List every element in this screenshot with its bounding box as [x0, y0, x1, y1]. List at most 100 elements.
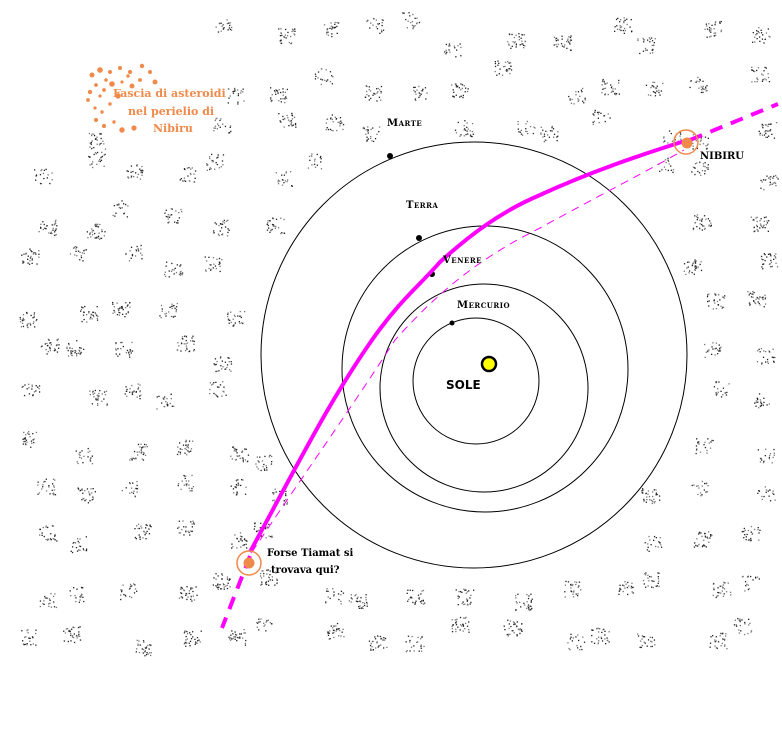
dust-speck — [221, 25, 223, 27]
dust-speck — [44, 227, 46, 229]
dust-speck — [708, 23, 710, 25]
orange-asteroid — [127, 69, 133, 75]
dust-speck — [232, 92, 235, 94]
dust-speck — [461, 625, 463, 627]
dust-speck — [272, 493, 275, 495]
dust-speck — [88, 311, 90, 313]
dust-speck — [516, 602, 518, 604]
dust-speck — [216, 157, 218, 159]
dust-speck — [643, 498, 645, 500]
dust-speck — [624, 30, 626, 32]
dust-speck — [421, 636, 423, 638]
dust-speck — [29, 260, 31, 262]
dust-speck — [370, 22, 372, 24]
dust-speck — [76, 255, 78, 257]
dust-speck — [331, 114, 333, 116]
dust-speck — [167, 214, 169, 216]
dust-speck — [720, 305, 722, 307]
dust-speck — [694, 269, 696, 271]
dust-speck — [646, 49, 648, 51]
dust-speck — [760, 457, 763, 460]
dust-speck — [42, 172, 44, 174]
dust-speck — [142, 537, 144, 539]
dust-speck — [339, 117, 342, 119]
dust-speck — [215, 573, 217, 575]
dust-speck — [461, 591, 463, 593]
dust-speck — [659, 94, 661, 96]
dust-speck — [271, 94, 273, 96]
dust-speck — [711, 24, 713, 26]
dust-speck — [141, 447, 143, 449]
dust-speck — [139, 398, 141, 400]
dust-speck — [144, 655, 146, 657]
dust-speck — [611, 86, 613, 88]
dust-speck — [277, 179, 279, 181]
dust-speck — [468, 629, 470, 631]
dust-speck — [470, 594, 472, 596]
dust-speck — [150, 644, 152, 646]
dust-speck — [85, 249, 87, 251]
dust-speck — [199, 641, 201, 643]
dust-speck — [121, 490, 123, 492]
dust-speck — [452, 624, 454, 626]
dust-speck — [181, 480, 183, 482]
dust-speck — [139, 395, 141, 397]
dust-speck — [508, 44, 510, 46]
dust-speck — [90, 314, 92, 316]
dust-speck — [359, 605, 361, 607]
dust-speck — [279, 490, 281, 493]
dust-speck — [377, 23, 379, 25]
dust-speck — [222, 366, 224, 368]
dust-speck — [287, 117, 289, 119]
dust-speck — [715, 342, 718, 344]
dust-speck — [753, 219, 755, 221]
dust-speck — [95, 153, 97, 155]
dust-speck — [136, 639, 138, 641]
dust-speck — [45, 228, 47, 230]
dust-speck — [637, 635, 640, 637]
dust-speck — [752, 32, 754, 34]
dust-speck — [134, 528, 136, 530]
dust-speck — [233, 447, 235, 449]
dust-speck — [748, 618, 750, 620]
dust-speck — [422, 603, 425, 605]
dust-speck — [657, 582, 659, 584]
dust-speck — [575, 583, 577, 586]
dust-speck — [623, 20, 625, 22]
dust-speck — [698, 81, 700, 83]
dust-speck — [40, 346, 42, 348]
dust-speck — [367, 126, 369, 128]
dust-speck — [209, 167, 211, 169]
dust-speck — [556, 46, 558, 48]
dust-speck — [457, 121, 459, 124]
dust-speck — [69, 253, 72, 255]
dust-speck — [694, 259, 696, 261]
dust-speck — [236, 494, 238, 496]
dust-speck — [188, 440, 191, 442]
dust-speck — [469, 134, 472, 136]
dust-speck — [144, 443, 146, 446]
dust-speck — [320, 78, 322, 80]
dust-speck — [70, 351, 72, 353]
dust-speck — [84, 249, 86, 251]
dust-speck — [135, 487, 138, 490]
dust-speck — [653, 81, 656, 84]
dust-speck — [181, 528, 183, 531]
dust-speck — [339, 125, 341, 127]
dust-speck — [370, 97, 372, 100]
dust-speck — [529, 126, 532, 128]
dust-speck — [184, 168, 186, 170]
dust-speck — [42, 526, 44, 529]
dust-speck — [625, 583, 627, 585]
dust-speck — [239, 637, 241, 639]
dust-speck — [113, 306, 115, 308]
dust-speck — [243, 632, 245, 634]
dust-speck — [580, 645, 582, 648]
dust-speck — [131, 458, 133, 461]
dust-speck — [35, 319, 37, 322]
dust-speck — [242, 460, 244, 462]
dust-speck — [43, 535, 45, 538]
dust-speck — [96, 163, 98, 165]
dust-speck — [766, 175, 768, 177]
dust-speck — [260, 618, 262, 620]
